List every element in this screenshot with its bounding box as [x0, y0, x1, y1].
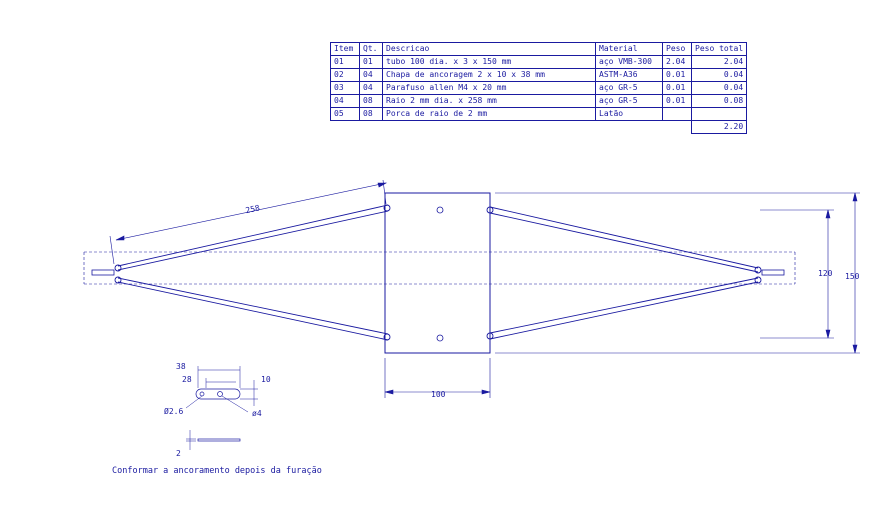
label-hub-width: 100 [431, 390, 446, 399]
header-item: Item [330, 42, 360, 56]
header-qty: Qt. [359, 42, 383, 56]
hub-tube [384, 192, 491, 354]
axle-stub-left [91, 269, 115, 276]
fabrication-note: Conformar a ancoramento depois da furaçã… [112, 466, 322, 476]
label-inner-height: 120 [818, 269, 833, 278]
label-spoke-length: 258 [245, 203, 261, 215]
label-hole-dia-small: Ø2.6 [164, 406, 183, 416]
table-row: 02 04 Chapa de ancoragem 2 x 10 x 38 mm … [330, 68, 748, 82]
bom-header-row: Item Qt. Descricao Material Peso Peso to… [330, 42, 748, 56]
label-outer-height: 150 [845, 272, 860, 281]
dimension-hub-width [384, 358, 491, 398]
table-row: 01 01 tubo 100 dia. x 3 x 150 mm aço VMB… [330, 55, 748, 69]
spokes-right [486, 206, 762, 340]
header-total-weight: Peso total [690, 42, 748, 56]
anchor-plate-detail [185, 366, 258, 450]
label-plate-width: 10 [261, 375, 271, 384]
dimension-heights [495, 192, 860, 354]
label-hole-dia-large: ø4 [252, 409, 262, 418]
table-row: 05 08 Porca de raio de 2 mm Latão [330, 107, 748, 121]
label-plate-thickness: 2 [176, 449, 181, 458]
axle-stub-right [761, 269, 785, 276]
bill-of-materials: Item Qt. Descricao Material Peso Peso to… [330, 42, 748, 134]
label-plate-length: 38 [176, 362, 186, 371]
total-row: 2.20 [331, 120, 748, 134]
header-weight: Peso [662, 42, 692, 56]
table-row: 03 04 Parafuso allen M4 x 20 mm aço GR-5… [330, 81, 748, 95]
spokes-left [114, 204, 391, 341]
axle-hidden-lines [83, 251, 796, 285]
total-weight: 2.20 [690, 120, 748, 134]
header-description: Descricao [382, 42, 596, 56]
dimension-spoke-length [109, 179, 388, 265]
label-hole-spacing: 28 [182, 375, 192, 384]
header-material: Material [595, 42, 663, 56]
table-row: 04 08 Raio 2 mm dia. x 258 mm aço GR-5 0… [330, 94, 748, 108]
